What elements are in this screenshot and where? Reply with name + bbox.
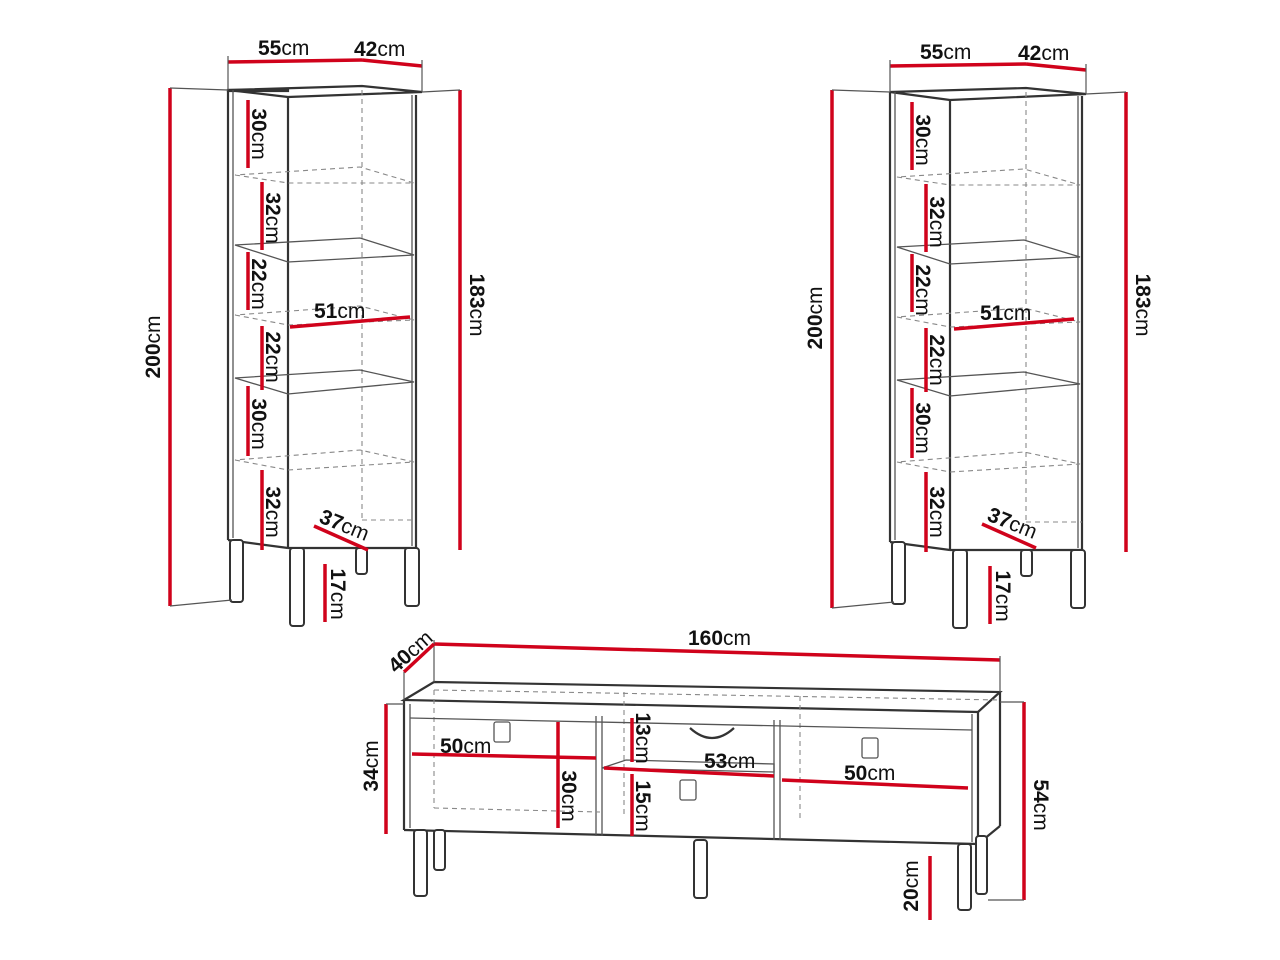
svg-text:22cm: 22cm [925,334,948,385]
svg-text:32cm: 32cm [261,486,284,537]
leg [355,547,368,575]
leg [413,829,428,897]
svg-text:32cm: 32cm [925,486,948,537]
tv-unit: 160cm 40cm 34cm 54cm 50cm 30cm 13cm 15cm… [360,626,1052,920]
tv-unit-top [400,680,1003,714]
svg-text:183cm: 183cm [1131,273,1154,336]
svg-text:42cm: 42cm [354,38,405,61]
svg-text:50cm: 50cm [440,735,491,758]
dim-shelf-5: 30 [911,402,934,425]
dim-shelf-6: 32 [261,486,284,509]
cabinet-right-top [889,86,1087,102]
leg [433,829,446,871]
dim-shelf-1: 30 [247,108,270,131]
leg [229,539,244,603]
svg-text:42cm: 42cm [1018,42,1069,65]
dim-shelf-4: 22 [925,334,948,357]
svg-text:54cm: 54cm [1029,779,1052,830]
dim-inner-height: 183 [465,273,488,308]
dim-shelf-2: 32 [925,196,948,219]
dim-middle-compartment: 53 [704,750,727,773]
svg-text:30cm: 30cm [247,398,270,449]
svg-text:30cm: 30cm [247,108,270,159]
svg-text:183cm: 183cm [465,273,488,336]
dim-width: 55 [920,41,944,64]
dim-bottom-niche: 15 [631,780,654,804]
dim-shelf-3: 22 [911,264,934,287]
svg-text:17cm: 17cm [991,570,1014,621]
dim-shelf-6: 32 [925,486,948,509]
svg-text:50cm: 50cm [844,762,895,785]
svg-text:200cm: 200cm [142,315,165,378]
svg-text:32cm: 32cm [925,196,948,247]
dim-shelf-3: 22 [247,258,270,281]
handle [679,779,697,801]
dim-shelf-2: 32 [261,192,284,215]
svg-text:160cm: 160cm [688,627,751,650]
svg-text:51cm: 51cm [980,302,1031,325]
dim-inner-width: 51 [314,300,338,323]
cabinet-right: 55cm 42cm 200cm 183cm 30cm 32cm 22cm 22c… [804,41,1154,629]
leg [404,547,420,607]
cabinet-left-shelves [234,166,415,471]
dim-width: 160 [688,627,723,650]
dim-depth: 42 [1018,42,1041,65]
dim-top-niche: 13 [631,712,654,735]
leg [693,839,708,899]
dim-leg-height: 20 [900,888,923,911]
leg [957,843,972,911]
svg-text:55cm: 55cm [258,37,309,60]
svg-text:40cm: 40cm [384,626,438,677]
dim-height: 200 [142,343,165,378]
leg [975,835,988,895]
leg [952,549,968,629]
cabinet-right-shelves [896,168,1081,473]
svg-text:13cm: 13cm [631,712,654,763]
handle [689,727,735,740]
handle [493,721,511,743]
svg-text:20cm: 20cm [900,860,923,911]
leg [1070,549,1086,609]
svg-text:22cm: 22cm [247,258,270,309]
dim-left-compartment: 50 [440,735,463,758]
dim-inner-height: 183 [1131,273,1154,308]
svg-text:53cm: 53cm [704,750,755,773]
dim-height: 54 [1029,779,1052,803]
cabinet-left: 55cm 42cm 200cm 183cm 30cm 32cm 22cm 22c… [142,37,488,627]
leg [289,547,305,627]
dim-shelf-4: 22 [261,331,284,354]
leg [1020,549,1033,577]
svg-text:55cm: 55cm [920,41,971,64]
dim-leg-height: 17 [991,570,1014,593]
dim-left-height: 30 [557,770,580,793]
svg-text:200cm: 200cm [804,286,827,349]
dim-width: 55 [258,37,282,60]
dim-shelf-5: 30 [247,398,270,421]
dim-shelf-1: 30 [911,114,934,137]
svg-text:32cm: 32cm [261,192,284,243]
svg-text:22cm: 22cm [911,264,934,315]
dim-leg-height: 17 [326,568,349,591]
svg-text:30cm: 30cm [911,402,934,453]
svg-text:17cm: 17cm [326,568,349,619]
svg-text:51cm: 51cm [314,300,365,323]
svg-text:30cm: 30cm [911,114,934,165]
dim-right-compartment: 50 [844,762,867,785]
dim-depth: 42 [354,38,377,61]
handle [861,737,879,759]
svg-text:15cm: 15cm [631,780,654,831]
dim-height: 200 [804,314,827,349]
dim-inner-width: 51 [980,302,1004,325]
svg-text:34cm: 34cm [360,740,383,791]
svg-text:22cm: 22cm [261,331,284,382]
dim-body-height: 34 [360,768,383,792]
leg [891,541,906,605]
svg-text:30cm: 30cm [557,770,580,821]
